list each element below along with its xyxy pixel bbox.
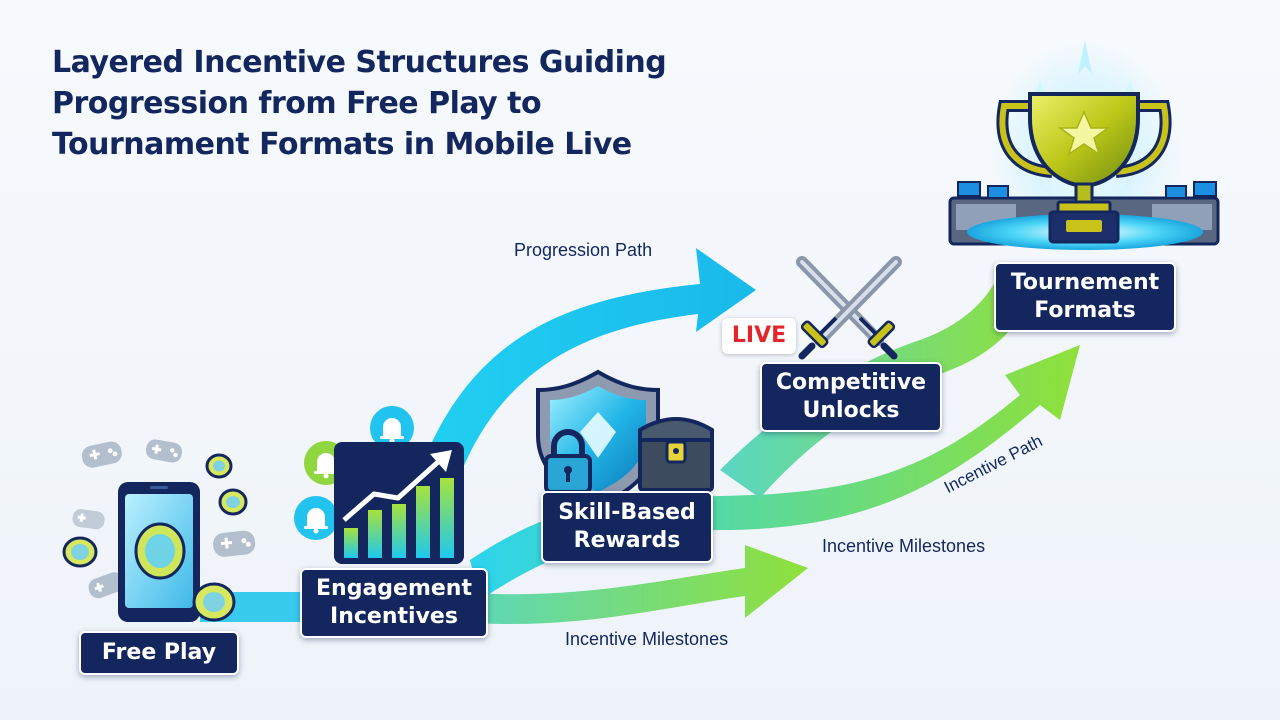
progression-path-ribbon bbox=[420, 248, 756, 480]
stage-tournament-formats: Tournement Formats bbox=[994, 262, 1176, 332]
stage-skill-based-rewards: Skill-Based Rewards bbox=[541, 491, 713, 563]
treasure-chest-icon bbox=[638, 417, 714, 492]
growth-chart-icon bbox=[334, 442, 464, 564]
title-line: Layered Incentive Structures Guiding bbox=[52, 45, 667, 80]
progression-path-label: Progression Path bbox=[514, 240, 653, 260]
stage-label-line: Engagement bbox=[316, 576, 472, 601]
coin-icon bbox=[218, 488, 248, 516]
stage-label-line: Tournement bbox=[1010, 270, 1160, 295]
coin-icon bbox=[62, 536, 98, 568]
coin-icon bbox=[205, 453, 233, 479]
crossed-swords-icon bbox=[796, 256, 902, 360]
stage-engagement-incentives: Engagement Incentives bbox=[300, 568, 488, 638]
coin-icon bbox=[192, 582, 236, 622]
bell-icon bbox=[294, 496, 338, 540]
gamepad-icon bbox=[88, 572, 125, 599]
milestones-lower-ribbon bbox=[440, 545, 808, 625]
stage-label-line: Skill-Based bbox=[558, 500, 696, 525]
gamepad-icon bbox=[145, 439, 183, 463]
bell-icon bbox=[370, 406, 414, 450]
stage-competitive-unlocks: Competitive Unlocks bbox=[760, 362, 942, 432]
trophy-icon bbox=[996, 92, 1172, 244]
incentive-milestones-upper-label: Incentive Milestones bbox=[822, 536, 986, 556]
gamepad-icon bbox=[72, 509, 105, 530]
title-line: Progression from Free Play to bbox=[52, 86, 542, 121]
title-line: Tournament Formats in Mobile Live bbox=[52, 127, 632, 162]
stage-label-line: Competitive bbox=[775, 370, 927, 395]
stage-label-line: Incentives bbox=[330, 604, 458, 629]
stage-label-line: Formats bbox=[1034, 298, 1136, 323]
stage-label-line: Free Play bbox=[101, 640, 217, 665]
incentive-milestones-lower-label: Incentive Milestones bbox=[565, 629, 729, 649]
smartphone-icon bbox=[118, 482, 200, 622]
stage-free-play: Free Play bbox=[79, 631, 239, 675]
live-badge: LIVE bbox=[722, 318, 796, 354]
page-title: Layered Incentive Structures Guiding Pro… bbox=[52, 42, 752, 165]
free-play-cluster bbox=[62, 439, 256, 622]
stage-label-line: Rewards bbox=[573, 528, 681, 553]
gamepad-icon bbox=[213, 530, 256, 557]
stage-label-line: Unlocks bbox=[802, 398, 900, 423]
gamepad-icon bbox=[81, 441, 122, 468]
